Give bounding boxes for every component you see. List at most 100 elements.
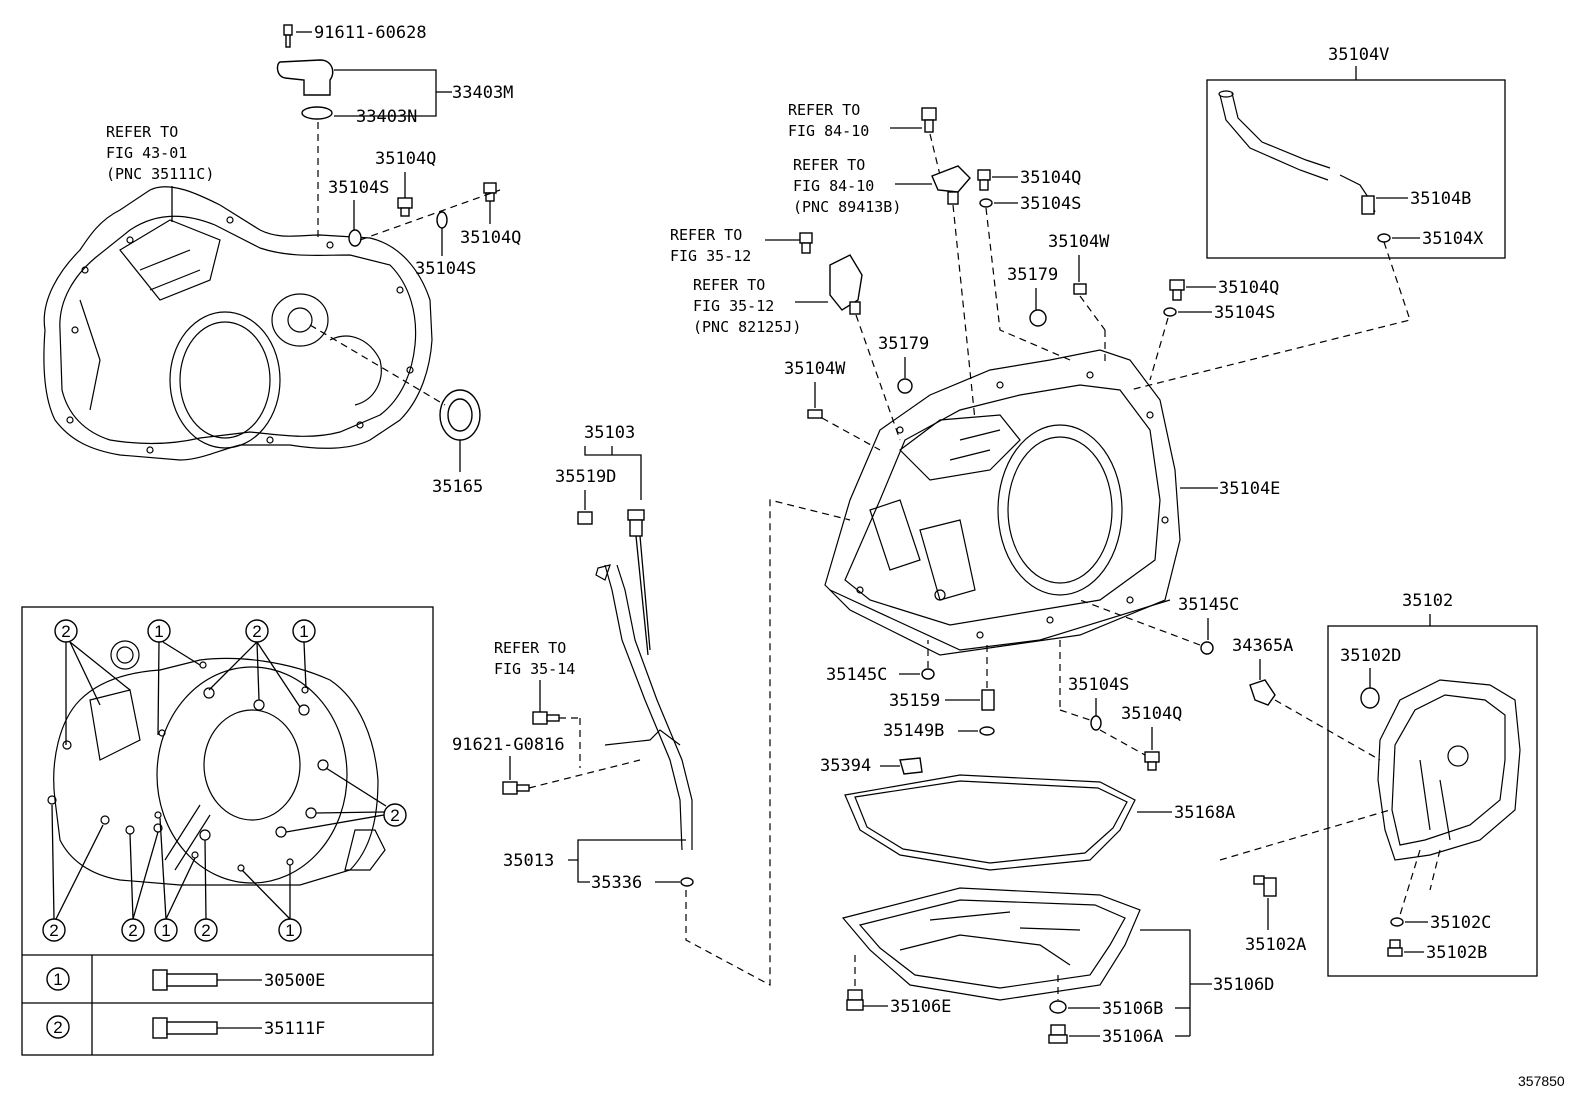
extension-housing-box — [1327, 625, 1538, 977]
label-35102D: 35102D — [1340, 646, 1401, 666]
label-35394: 35394 — [820, 756, 871, 776]
marker-1: 1 — [154, 622, 163, 641]
bolt-91621-icon — [502, 781, 530, 795]
marker-1: 1 — [161, 921, 170, 940]
housing-bolt-map-drawing — [47, 640, 386, 886]
speedometer-sleeve-icon — [276, 59, 334, 120]
label-35519D: 35519D — [555, 467, 616, 487]
bolt-35104Q-e-icon — [1144, 751, 1160, 771]
label-33403M: 33403M — [452, 83, 513, 103]
refer-2-line-2: FIG 84-10 — [788, 122, 869, 140]
bolt-refer-35-14-icon — [532, 711, 560, 725]
oil-pan-icon — [841, 887, 1141, 1001]
label-35336: 35336 — [591, 873, 642, 893]
figure-number: 357850 — [1518, 1073, 1565, 1089]
legend-marker-2: 2 — [53, 1018, 62, 1037]
drain-plug-35106A-icon — [1048, 1024, 1068, 1044]
bolt-marker-leaders — [51, 641, 387, 920]
refer-5-line-3: (PNC 82125J) — [693, 318, 801, 336]
breather-hose-box — [1206, 79, 1506, 259]
label-35104Q-e: 35104Q — [1121, 704, 1182, 724]
label-35159: 35159 — [889, 691, 940, 711]
refer-1-line-2: FIG 43-01 — [106, 144, 187, 162]
clip-34365A-icon — [1249, 679, 1276, 706]
refer-1-line-3: (PNC 35111C) — [106, 165, 214, 183]
bolt-35104Q-b-icon — [483, 182, 497, 202]
pin-35104W-a-icon — [1073, 283, 1087, 295]
marker-2: 2 — [128, 921, 137, 940]
marker-1: 1 — [285, 921, 294, 940]
dipstick-cap-icon — [577, 511, 593, 525]
label-91621-G0816: 91621-G0816 — [452, 735, 565, 755]
bolt-35102A-icon — [1253, 875, 1277, 897]
refer-5-line-2: FIG 35-12 — [693, 297, 774, 315]
legend-row-1: 1 30500E — [46, 967, 325, 991]
bolt-35104Q-d-icon — [1169, 279, 1185, 301]
marker-2: 2 — [61, 622, 70, 641]
transmission-case-drawing — [824, 349, 1181, 656]
bushing-35102D-icon — [1360, 687, 1380, 709]
refer-6-line-2: FIG 35-14 — [494, 660, 575, 678]
label-35104Q-a: 35104Q — [375, 149, 436, 169]
oring-35104S-b-icon — [436, 211, 448, 229]
label-35104W-b: 35104W — [784, 359, 846, 379]
bolt-refer-35-12-icon — [799, 232, 813, 254]
marker-1: 1 — [299, 622, 308, 641]
refer-1-line-1: REFER TO — [106, 123, 178, 141]
dipstick-icon — [627, 509, 651, 656]
gasket-35149B-icon — [979, 726, 995, 736]
label-35103: 35103 — [584, 423, 635, 443]
label-35013: 35013 — [503, 851, 554, 871]
bolt-marker-circles: 2 1 2 1 2 2 2 1 2 1 — [42, 619, 407, 942]
magnet-35394-icon — [899, 757, 923, 775]
label-35104W-a: 35104W — [1048, 232, 1110, 252]
label-35104B: 35104B — [1410, 189, 1471, 209]
bolt-35104Q-c-icon — [977, 169, 991, 191]
label-33403N: 33403N — [356, 107, 417, 127]
gasket-35145C-b-icon — [921, 668, 935, 680]
bolt-35106E-icon — [846, 989, 864, 1011]
refer-3-line-1: REFER TO — [793, 156, 865, 174]
oil-seal-35165-icon — [439, 389, 481, 441]
plug-35179-b-icon — [897, 378, 913, 394]
label-35165: 35165 — [432, 477, 483, 497]
label-35104S-c: 35104S — [1020, 194, 1081, 214]
label-35104Q-d: 35104Q — [1218, 278, 1279, 298]
marker-2: 2 — [201, 921, 210, 940]
bolt-refer-84-10-icon — [921, 107, 937, 133]
gasket-35145C-a-icon — [1200, 641, 1214, 655]
label-35179-b: 35179 — [878, 334, 929, 354]
refer-note-5: REFER TO FIG 35-12 (PNC 82125J) — [693, 276, 801, 336]
label-30500E: 30500E — [264, 971, 325, 991]
label-34365A: 34365A — [1232, 636, 1293, 656]
refer-3-line-2: FIG 84-10 — [793, 177, 874, 195]
refer-note-1: REFER TO FIG 43-01 (PNC 35111C) — [106, 123, 214, 183]
plug-35159-icon — [981, 689, 995, 711]
label-35179-a: 35179 — [1007, 265, 1058, 285]
transaxle-housing-drawing — [43, 186, 433, 461]
label-35104S-d: 35104S — [1214, 303, 1275, 323]
refer-6-line-1: REFER TO — [494, 639, 566, 657]
refer-3-line-3: (PNC 89413B) — [793, 198, 901, 216]
refer-4-line-1: REFER TO — [670, 226, 742, 244]
label-35104Q-b: 35104Q — [460, 228, 521, 248]
label-35102C: 35102C — [1430, 913, 1491, 933]
oring-35104S-d-icon — [1163, 307, 1177, 317]
label-35104S-b: 35104S — [415, 259, 476, 279]
extension-housing-icon — [1377, 679, 1521, 861]
label-91611-60628: 91611-60628 — [314, 23, 427, 43]
label-35145C-a: 35145C — [1178, 595, 1239, 615]
label-35168A: 35168A — [1174, 803, 1235, 823]
speed-sensor-icon — [931, 165, 971, 205]
label-35149B: 35149B — [883, 721, 944, 741]
refer-note-2: REFER TO FIG 84-10 — [788, 101, 869, 140]
label-35104X: 35104X — [1422, 229, 1484, 249]
marker-2: 2 — [49, 921, 58, 940]
oring-35102C-icon — [1390, 917, 1404, 927]
oring-35104S-e-icon — [1090, 715, 1102, 731]
refer-2-line-1: REFER TO — [788, 101, 860, 119]
marker-2: 2 — [390, 806, 399, 825]
label-35102: 35102 — [1402, 591, 1453, 611]
oil-filler-tube-icon — [595, 564, 693, 851]
oring-35104X-icon — [1377, 233, 1391, 243]
